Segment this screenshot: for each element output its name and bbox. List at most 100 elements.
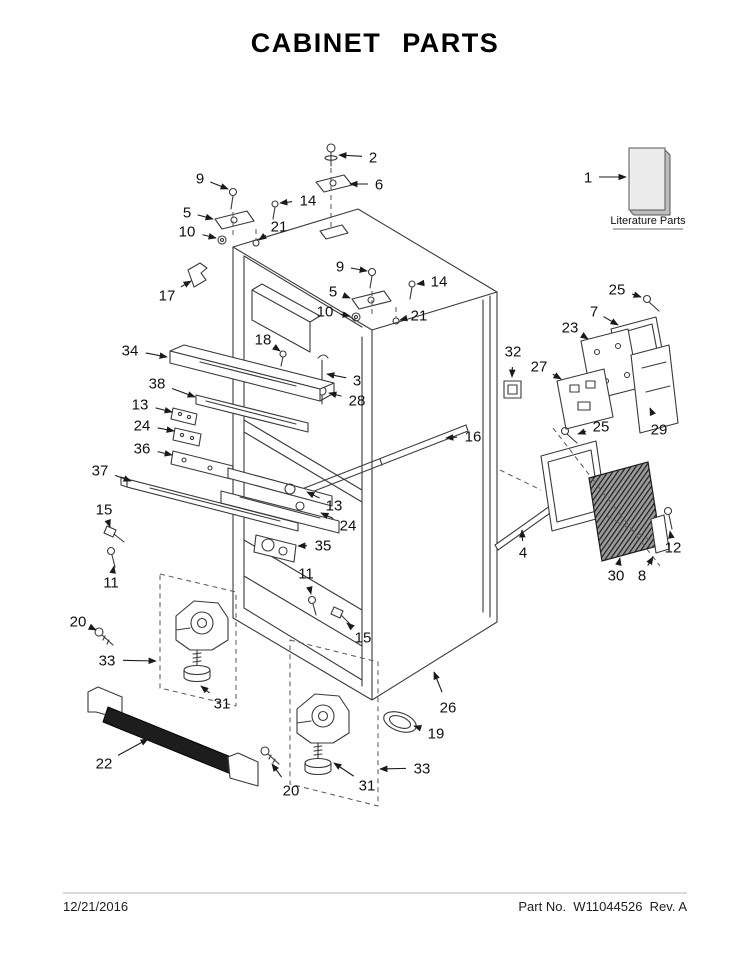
callout-number-8: 8: [638, 567, 646, 584]
callout-number-3: 3: [353, 372, 361, 389]
callout-number-18: 18: [255, 331, 272, 348]
screw-15a: [103, 525, 125, 543]
screw-12: [663, 506, 673, 530]
callout-number-29: 29: [651, 421, 668, 438]
callout-25: 25: [609, 281, 642, 298]
callout-number-10: 10: [317, 303, 334, 320]
callout-31: 31: [200, 685, 230, 712]
callout-11: 11: [103, 565, 119, 591]
ring-19: [383, 711, 417, 733]
callout-number-30: 30: [608, 567, 625, 584]
callout-number-11: 11: [103, 574, 119, 591]
callout-number-16: 16: [465, 428, 482, 445]
callout-4: 4: [519, 529, 527, 561]
callout-number-33: 33: [414, 760, 431, 777]
literature-part: [628, 147, 671, 216]
callout-number-28: 28: [349, 392, 366, 409]
callout-37: 37: [92, 462, 132, 482]
callout-11: 11: [298, 565, 314, 595]
callout-28: 28: [328, 391, 366, 409]
bracket-13a: [170, 407, 198, 426]
callout-number-21: 21: [411, 307, 428, 324]
callout-number-38: 38: [149, 375, 166, 392]
callout-number-1: 1: [584, 169, 592, 186]
callout-number-15: 15: [355, 629, 372, 646]
page-title: CABINET PARTS: [250, 28, 500, 58]
callout-number-9: 9: [336, 258, 344, 275]
bracket-24a: [172, 427, 202, 447]
bracket-17: [187, 262, 208, 288]
callout-35: 35: [297, 537, 332, 554]
callout-21: 21: [399, 307, 428, 324]
callout-number-4: 4: [519, 544, 527, 561]
callout-number-22: 22: [96, 755, 113, 772]
callout-number-32: 32: [505, 343, 522, 360]
base-grille-22: [87, 686, 259, 787]
callout-number-17: 17: [159, 287, 176, 304]
callout-number-23: 23: [562, 319, 579, 336]
bracket-8: [650, 514, 670, 554]
callout-10: 10: [179, 223, 217, 240]
callout-3: 3: [326, 372, 361, 389]
callout-5: 5: [329, 283, 351, 300]
callout-30: 30: [608, 557, 625, 584]
callout-15: 15: [346, 622, 372, 646]
screw-15b: [330, 606, 351, 625]
callout-number-14: 14: [300, 192, 317, 209]
callout-23: 23: [562, 319, 589, 340]
condenser-grille-30: [588, 461, 662, 562]
callout-number-13: 13: [326, 497, 343, 514]
callout-31: 31: [333, 762, 375, 794]
callout-number-20: 20: [283, 782, 300, 799]
callout-number-7: 7: [590, 303, 598, 320]
callout-22: 22: [96, 738, 149, 772]
callout-26: 26: [433, 671, 456, 716]
callout-number-20: 20: [70, 613, 87, 630]
callout-number-5: 5: [183, 204, 191, 221]
callout-number-10: 10: [179, 223, 196, 240]
rail-38: [195, 394, 309, 433]
callout-number-25: 25: [593, 418, 610, 435]
callout-21: 21: [258, 218, 287, 241]
callout-number-14: 14: [431, 273, 448, 290]
callout-29: 29: [649, 407, 668, 438]
callout-number-11: 11: [298, 565, 314, 582]
callout-13: 13: [132, 396, 173, 414]
alignment-box-33a: [159, 573, 237, 707]
callout-16: 16: [445, 428, 482, 445]
callout-13: 13: [306, 491, 343, 514]
callout-25: 25: [577, 418, 610, 435]
callout-12: 12: [665, 530, 681, 556]
callout-36: 36: [134, 440, 173, 457]
callout-number-35: 35: [315, 537, 332, 554]
callout-9: 9: [196, 170, 229, 190]
screw-25a: [642, 294, 660, 312]
top-hinge-right-group: [351, 267, 416, 325]
bracket-36: [170, 450, 234, 480]
rail-34: [169, 344, 335, 402]
callout-33: 33: [379, 760, 431, 777]
callout-number-24: 24: [340, 517, 357, 534]
callout-24: 24: [134, 417, 175, 434]
callout-number-24: 24: [134, 417, 151, 434]
footer-date: 12/21/2016: [63, 899, 129, 914]
callout-24: 24: [320, 512, 357, 534]
screw-11a: [106, 546, 116, 568]
callout-number-33: 33: [99, 652, 116, 669]
screw-20b: [260, 746, 280, 765]
callout-5: 5: [183, 204, 214, 221]
footer: 12/21/2016 Part No. W11044526 Rev. A: [63, 899, 687, 914]
callout-number-27: 27: [531, 358, 548, 375]
callout-14: 14: [416, 273, 448, 290]
screw-11b: [307, 595, 317, 616]
callout-18: 18: [255, 331, 281, 352]
callout-2: 2: [338, 149, 377, 166]
top-hinge-left-group: [214, 187, 279, 247]
callout-20: 20: [70, 613, 97, 631]
alignment-box-33b: [289, 639, 379, 807]
callout-32: 32: [505, 343, 522, 378]
top-hinge-center-group: [315, 143, 353, 240]
literature-parts-label: Literature Parts: [610, 215, 686, 227]
